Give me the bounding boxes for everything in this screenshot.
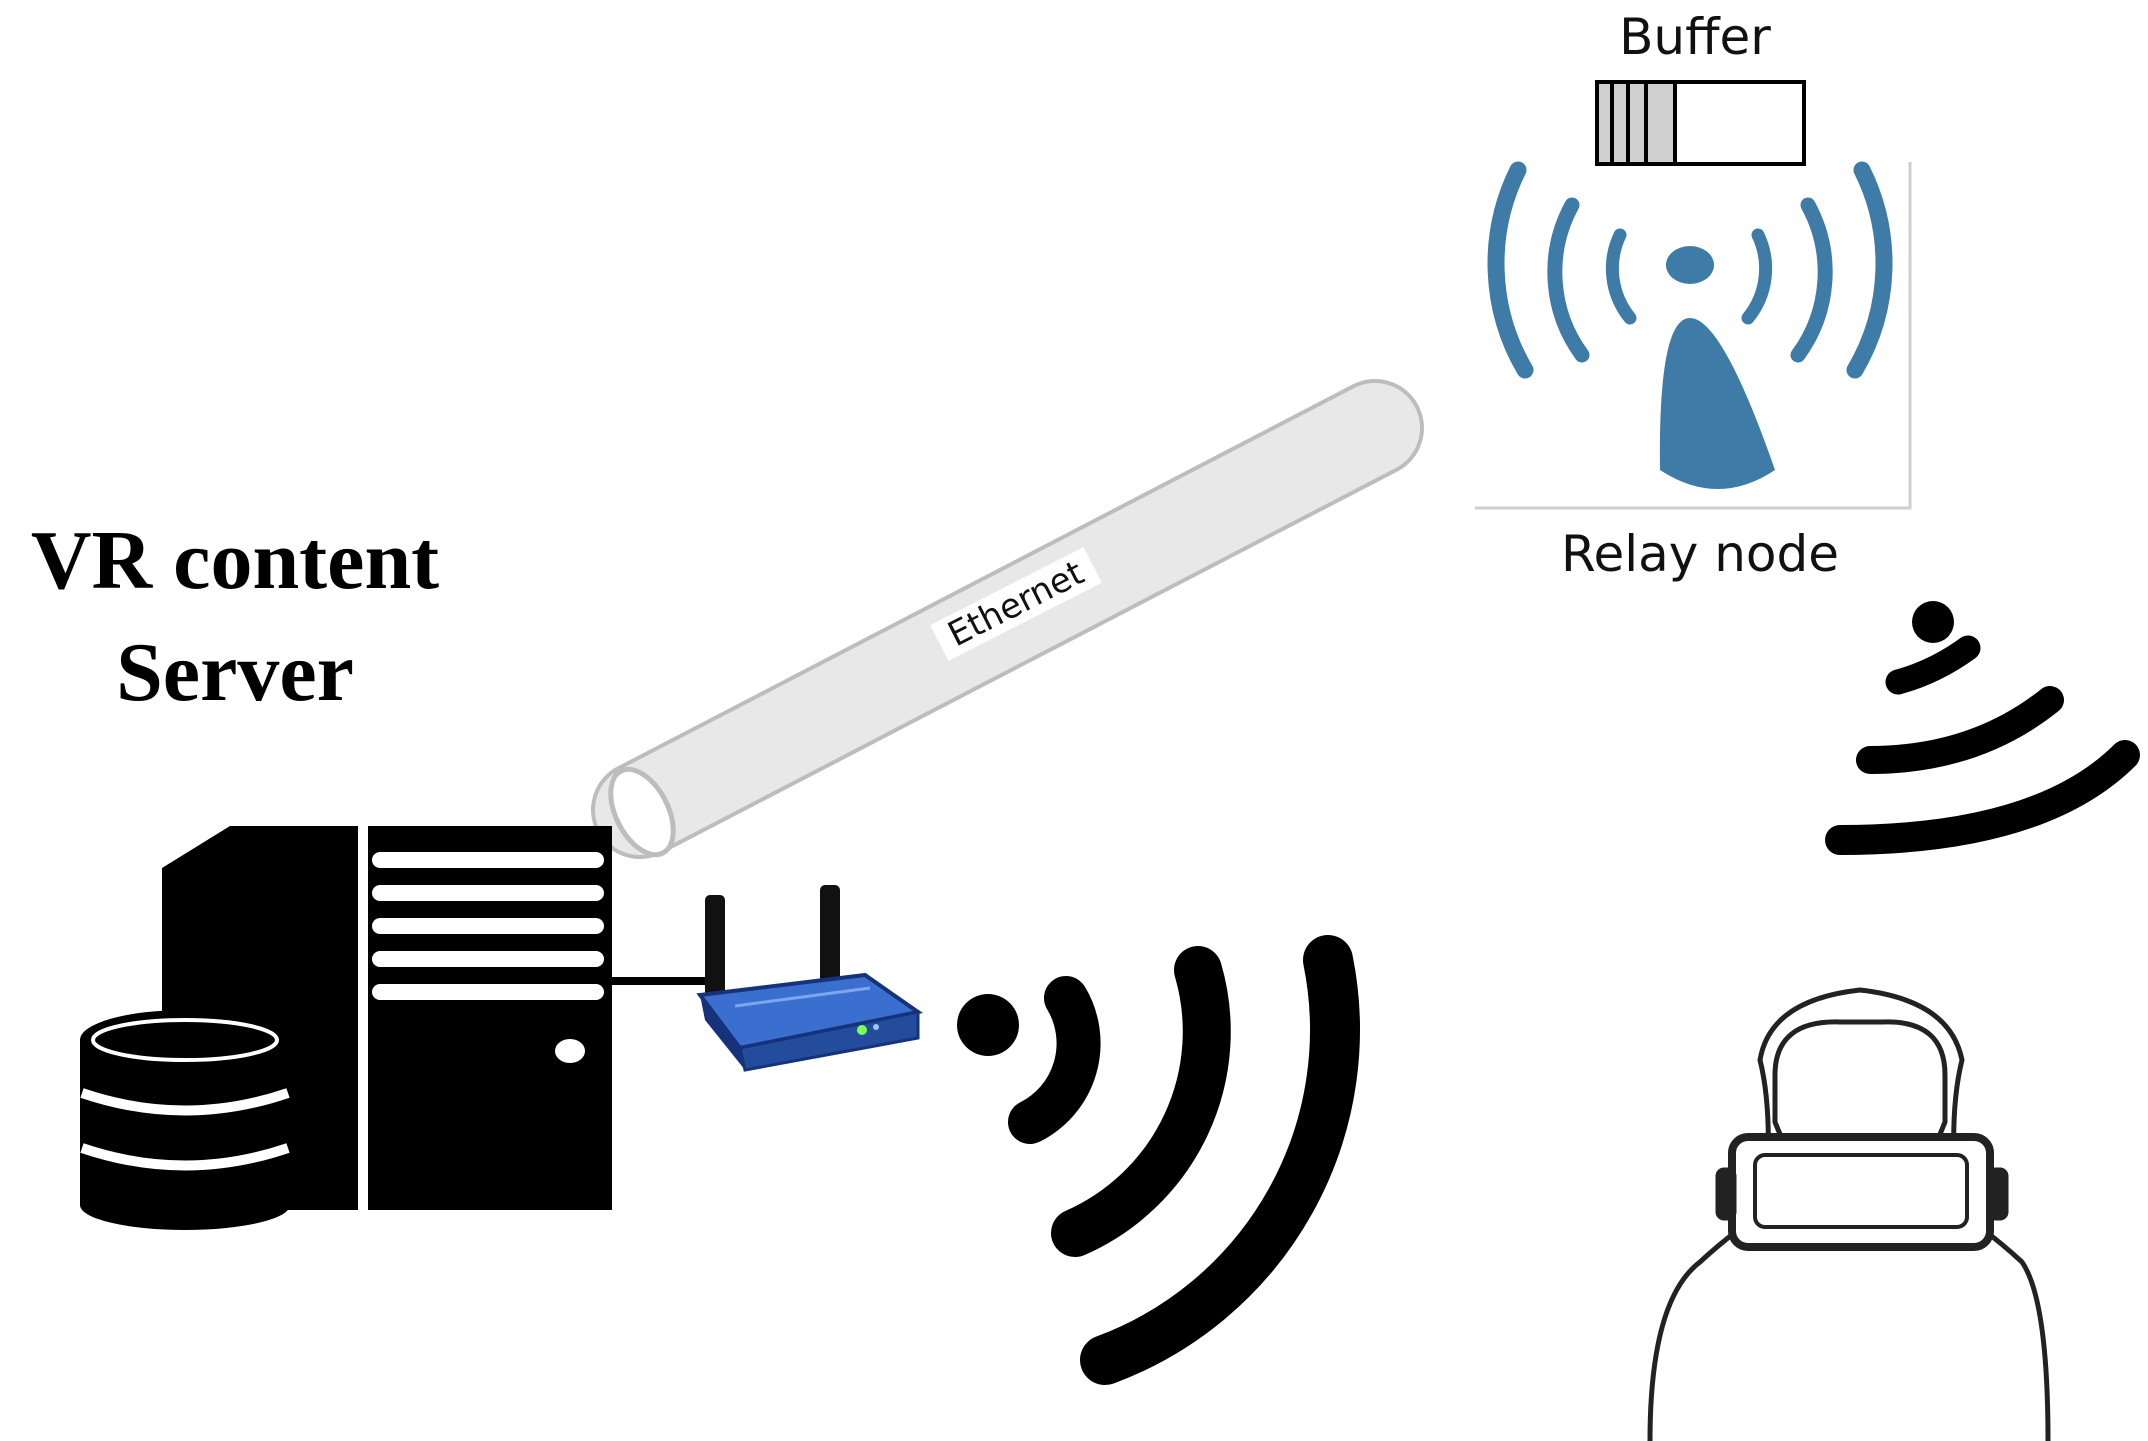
router-icon [696,885,923,1072]
relay-node-panel [1475,80,1912,510]
server-title-line1: VR content [30,514,440,607]
relay-node-label: Relay node [1560,525,1840,583]
server-title: VR content Server [0,505,470,729]
server-title-line2: Server [116,626,354,719]
wifi-signal-icon [957,935,1360,1385]
buffer-queue-icon [1595,80,1806,166]
buffer-label: Buffer [1619,8,1771,66]
database-icon [80,1010,290,1230]
relay-antenna-icon [1487,161,1893,489]
buffer-fill [1597,82,1676,164]
vr-user-icon [1647,987,2051,1441]
relay-wifi-signal-icon [1825,601,2140,855]
ethernet-cable [591,379,1424,859]
